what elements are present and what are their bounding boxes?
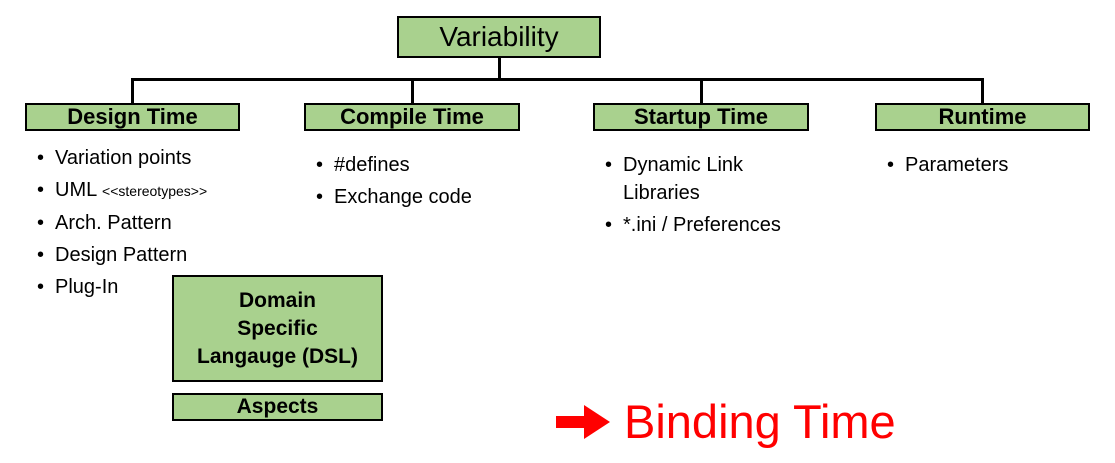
dsl-box-label: Domain Specific Langauge (DSL) <box>197 288 358 368</box>
bullet-marker: • <box>37 179 45 201</box>
bullet-list-compile-time: • #defines • Exchange code <box>304 151 549 215</box>
connector-stub-startup <box>700 80 703 104</box>
branch-box-compile-time: Compile Time <box>304 103 520 131</box>
bullet-item: • #defines <box>304 151 549 179</box>
bullet-item: • Dynamic Link Libraries <box>593 151 821 207</box>
bullet-marker: • <box>37 276 45 298</box>
branch-label-runtime: Runtime <box>938 104 1027 129</box>
bullet-marker: • <box>316 154 324 176</box>
bullet-text: Design Pattern <box>55 244 188 266</box>
bullet-list-startup-time: • Dynamic Link Libraries • *.ini / Preferen… <box>593 151 821 243</box>
branch-label-startup-time: Startup Time <box>633 104 769 129</box>
bullet-text-small: <<stereotypes>> <box>102 183 208 199</box>
bullet-marker: • <box>316 186 324 208</box>
bullet-text: Plug-In <box>55 276 119 298</box>
bullet-item: • Parameters <box>875 151 1110 179</box>
dsl-box: Domain Specific Langauge (DSL) <box>172 275 383 382</box>
binding-time-label: Binding Time <box>624 395 896 448</box>
aspects-box: Aspects <box>172 393 383 421</box>
connector-horizontal <box>131 78 984 81</box>
bullet-item: • *.ini / Preferences <box>593 211 821 239</box>
bullet-marker: • <box>605 154 613 176</box>
bullet-item: • Arch. Pattern <box>25 209 270 237</box>
bullet-text: Parameters <box>905 154 1009 176</box>
bullet-item: • UML <<stereotypes>> <box>25 176 270 205</box>
bullet-marker: • <box>887 154 895 176</box>
connector-stub-compile <box>411 80 414 104</box>
bullet-item: • Design Pattern <box>25 241 270 269</box>
bullet-text: Arch. Pattern <box>55 212 172 234</box>
bullet-text: Variation points <box>55 147 192 169</box>
connector-stub-runtime <box>981 80 984 104</box>
branch-label-design-time: Design Time <box>67 104 198 129</box>
connector-root-vertical <box>498 58 501 79</box>
branch-label-compile-time: Compile Time <box>340 104 484 129</box>
bullet-text: #defines <box>334 154 410 176</box>
connector-stub-design <box>131 80 134 104</box>
aspects-box-label: Aspects <box>236 395 319 418</box>
branch-box-startup-time: Startup Time <box>593 103 809 131</box>
bullet-list-runtime: • Parameters <box>875 151 1110 183</box>
root-box-label: Variability <box>439 21 559 52</box>
bullet-text: UML <<stereotypes>> <box>55 179 208 201</box>
bullet-marker: • <box>37 212 45 234</box>
bullet-text: Exchange code <box>334 186 472 208</box>
binding-time-annotation: Binding Time <box>556 396 896 448</box>
bullet-list-design-time: • Variation points • UML <<stereotypes>> • Ar… <box>25 144 270 305</box>
bullet-text: Dynamic Link Libraries <box>623 154 744 204</box>
branch-box-design-time: Design Time <box>25 103 240 131</box>
bullet-marker: • <box>37 244 45 266</box>
arrow-right-icon <box>556 405 610 439</box>
bullet-item: • Plug-In <box>25 273 270 301</box>
bullet-marker: • <box>37 147 45 169</box>
bullet-item: • Exchange code <box>304 183 549 211</box>
bullet-marker: • <box>605 214 613 236</box>
bullet-text: *.ini / Preferences <box>623 214 781 236</box>
root-box-variability: Variability <box>397 16 601 58</box>
bullet-item: • Variation points <box>25 144 270 172</box>
branch-box-runtime: Runtime <box>875 103 1090 131</box>
